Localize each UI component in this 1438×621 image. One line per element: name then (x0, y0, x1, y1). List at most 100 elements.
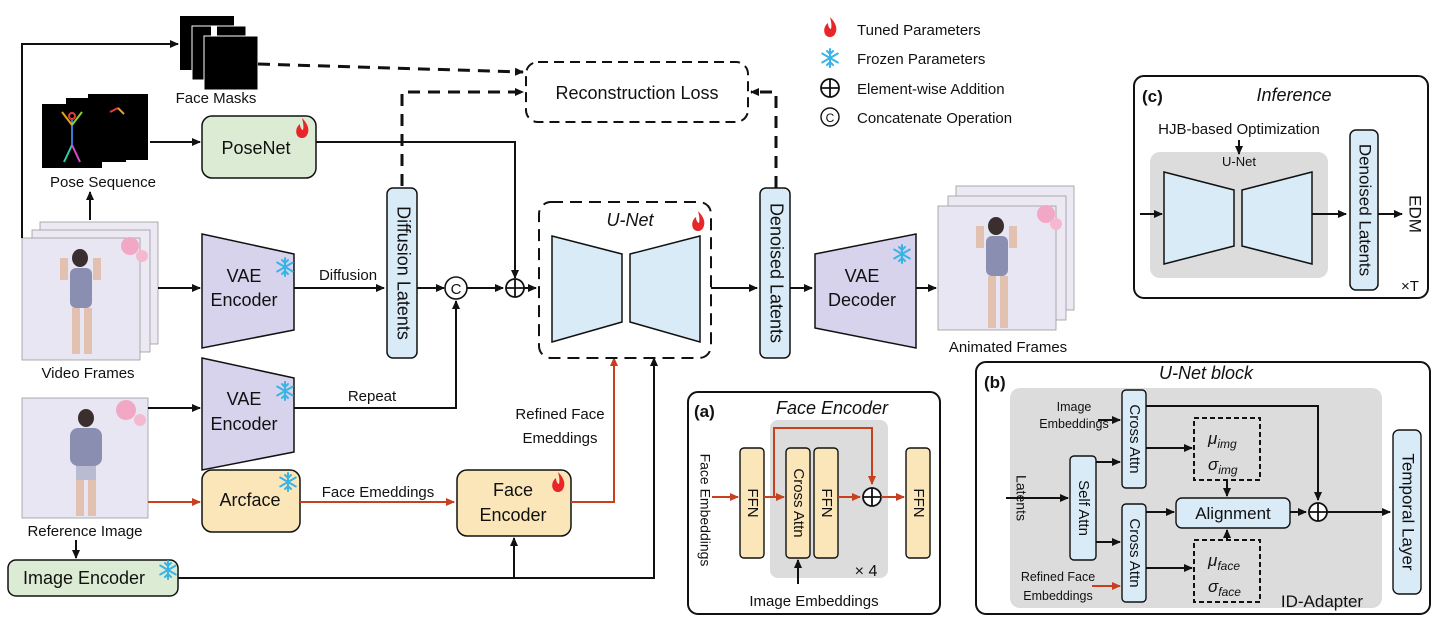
panel-b-sigma-symbol: σ (1208, 577, 1219, 596)
animated-frames-stack (937, 185, 1075, 331)
video-frames-label: Video Frames (41, 365, 134, 382)
arrow-cross1-residual (1146, 405, 1322, 501)
panel-b-refined-1: Refined Face (1021, 570, 1095, 584)
legend-frozen: Frozen Parameters (857, 51, 985, 68)
pose-sequence-stack (42, 94, 148, 168)
posenet-label: PoseNet (221, 138, 290, 158)
panel-b-mu-symbol: μ (1207, 551, 1218, 570)
panel-b-self-attn (1069, 455, 1097, 561)
face-masks-stack (180, 16, 259, 91)
panel-b-sigma-img: σimg (1208, 455, 1238, 477)
repeat-label: Repeat (348, 388, 397, 405)
panel-b-alignment-label: Alignment (1195, 504, 1271, 523)
panel-a-face-embeddings: Face Embeddings (697, 454, 713, 567)
unet-label: U-Net (606, 210, 654, 230)
face-emeddings-label: Face Emeddings (322, 484, 435, 501)
panel-c-edm: EDM (1406, 195, 1425, 233)
panel-a-add-node (862, 487, 882, 507)
pose-sequence-label: Pose Sequence (50, 174, 156, 191)
panel-b-sigma-symbol: σ (1208, 455, 1219, 474)
legend-addition: Element-wise Addition (857, 81, 1005, 98)
vae-encoder-1 (201, 233, 295, 349)
panel-b-sigma-face: σface (1208, 577, 1241, 599)
panel-b-img-subscript: img (1217, 437, 1237, 451)
concat-icon (820, 107, 840, 127)
animated-frames-label: Animated Frames (949, 339, 1067, 356)
panel-c-denoised-box (1349, 129, 1379, 291)
panel-b-temporal-layer-label: Temporal Layer (1399, 453, 1418, 571)
panel-c-unet-decoder (1241, 171, 1313, 265)
panel-b-mu-img: μimg (1207, 429, 1237, 451)
refined-face-label-2: Emeddings (522, 430, 597, 447)
panel-b-image-emb-2: Embeddings (1039, 417, 1109, 431)
panel-b-mu-symbol: μ (1207, 429, 1218, 448)
panel-b-refined-2: Embeddings (1023, 589, 1093, 603)
reference-image-label: Reference Image (27, 523, 142, 540)
panel-b-img-subscript: img (1218, 463, 1238, 477)
reconstruction-loss-box (525, 61, 749, 123)
panel-b-cross-attn-1-label: Cross Attn (1126, 404, 1143, 473)
unet-encoder-shape (551, 235, 623, 343)
unet-decoder-shape (629, 235, 701, 343)
panel-a-ffn-3 (905, 447, 931, 559)
denoised-latents-box (759, 187, 791, 359)
arrow-posenet-to-add (316, 141, 519, 279)
face-encoder-encoder: Encoder (479, 505, 546, 525)
denoised-latents-label: Denoised Latents (766, 203, 786, 343)
panel-b-image-emb-1: Image (1057, 400, 1092, 414)
arrow-denoised-to-loss (750, 88, 778, 188)
panel-a-ffn-1 (739, 447, 765, 559)
panel-b-face-subscript: face (1217, 559, 1240, 573)
panel-b-cross-attn-2-label: Cross Attn (1126, 518, 1143, 587)
panel-b-face-stats-box (1193, 539, 1261, 603)
panel-b-add-node (1308, 502, 1328, 522)
panel-b-temporal-layer (1392, 429, 1422, 595)
flame-icon (824, 17, 837, 37)
panel-a-image-embeddings: Image Embeddings (749, 593, 878, 610)
panel-b-cross-attn-1 (1121, 389, 1147, 489)
panel-a-ffn-1-label: FFN (744, 488, 761, 517)
vae-encoder-2 (201, 357, 295, 471)
panel-a-times4: × 4 (855, 563, 878, 580)
vae-encoder-2-vae: VAE (227, 389, 262, 409)
arrow-video-to-masks (21, 40, 179, 238)
panel-c-unet-encoder (1163, 171, 1235, 265)
panel-b-title: U-Net block (1159, 363, 1254, 383)
panel-b-face-subscript: face (1218, 585, 1241, 599)
panel-c-title: Inference (1256, 85, 1331, 105)
arrow-face-encoder-to-unet (571, 357, 618, 503)
diffusion-latents-label: Diffusion Latents (393, 206, 413, 340)
legend: Tuned Parameters Frozen Parameters Eleme… (820, 17, 1012, 127)
vae-decoder-decoder: Decoder (828, 290, 896, 310)
diffusion-latents-box (386, 187, 418, 359)
video-frames-stack (21, 221, 159, 361)
vae-decoder-vae: VAE (845, 266, 880, 286)
panel-b-id-adapter: ID-Adapter (1281, 592, 1364, 611)
panel-b-img-stats-box (1193, 417, 1261, 481)
panel-a-ffn-2 (813, 447, 839, 559)
posenet-box (201, 115, 317, 179)
arrow-image-encoder-to-unet (178, 357, 658, 579)
reconstruction-loss-label: Reconstruction Loss (555, 83, 718, 103)
arrow-residual (773, 427, 876, 497)
vae-encoder-2-encoder: Encoder (210, 414, 277, 434)
snowflake-icon (821, 48, 839, 68)
panel-a-cross-attn-label: Cross Attn (790, 468, 807, 537)
face-masks-label: Face Masks (176, 90, 257, 107)
panel-c-hjb: HJB-based Optimization (1158, 121, 1320, 138)
panel-c-tag: (c) (1142, 87, 1163, 106)
panel-c-times-t: ×T (1401, 278, 1419, 295)
refined-face-label-1: Refined Face (515, 406, 604, 423)
vae-encoder-1-vae: VAE (227, 266, 262, 286)
panel-a-cross-attn (785, 447, 811, 559)
panel-a-tag: (a) (694, 402, 715, 421)
arcface-label: Arcface (219, 490, 280, 510)
add-node (505, 278, 525, 298)
arrow-latents-to-loss (400, 88, 524, 186)
panel-b-self-attn-label: Self Attn (1075, 480, 1092, 536)
image-encoder-label: Image Encoder (23, 568, 145, 588)
panel-a-title: Face Encoder (776, 398, 889, 418)
panel-b-mu-face: μface (1207, 551, 1240, 573)
oplus-icon (820, 78, 840, 98)
